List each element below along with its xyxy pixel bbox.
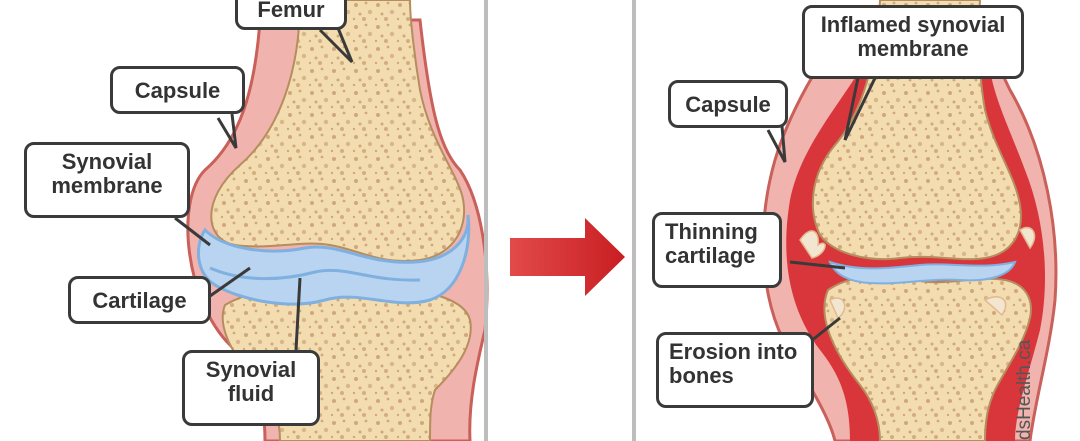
right-panel-divider: [632, 0, 636, 441]
femur-label-text: Femur: [257, 0, 325, 22]
cartilage-label-text: Cartilage: [92, 288, 187, 313]
synovial-membrane-line1: Synovial: [61, 149, 153, 174]
healthy-cartilage: [196, 214, 471, 306]
left-panel-divider: [484, 0, 488, 441]
capsule-label: Capsule: [110, 66, 245, 114]
inflamed-synovial-line1: Inflamed synovial: [820, 12, 1006, 37]
cartilage-erosion-fringe: [799, 226, 1036, 320]
synovial-fluid-line2: fluid: [227, 381, 275, 406]
thinning-cartilage-label: Thinning cartilage: [652, 212, 782, 288]
synovial-membrane-label: Synovial membrane: [24, 142, 190, 218]
capsule-label-text: Capsule: [134, 78, 221, 103]
erosion-into-bones-label: Erosion into bones: [656, 332, 814, 408]
cartilage-label: Cartilage: [68, 276, 211, 324]
healthy-femur: [210, 0, 466, 262]
erosion-line2: bones: [669, 363, 734, 388]
erosion-line1: Erosion into: [669, 339, 798, 364]
femur-label: Femur: [235, 0, 347, 30]
inflamed-synovial-line2: membrane: [857, 36, 969, 61]
synovial-fluid-label: Synovial fluid: [182, 350, 320, 426]
synovial-membrane-line2: membrane: [51, 173, 163, 198]
synovial-fluid-line1: Synovial: [205, 357, 297, 382]
inflamed-capsule-label: Capsule: [668, 80, 788, 128]
inflamed-synovial-membrane-label: Inflamed synovial membrane: [802, 5, 1024, 79]
leader-lines: [174, 27, 877, 351]
thinning-cartilage: [828, 260, 1017, 285]
healthy-joint: [186, 0, 489, 441]
right-arrow-icon: [510, 218, 625, 296]
thinning-cartilage-line1: Thinning: [665, 219, 758, 244]
thinning-cartilage-line2: cartilage: [665, 243, 756, 268]
source-watermark: dsHealth.ca: [1014, 339, 1035, 440]
inflamed-capsule-label-text: Capsule: [685, 92, 771, 117]
